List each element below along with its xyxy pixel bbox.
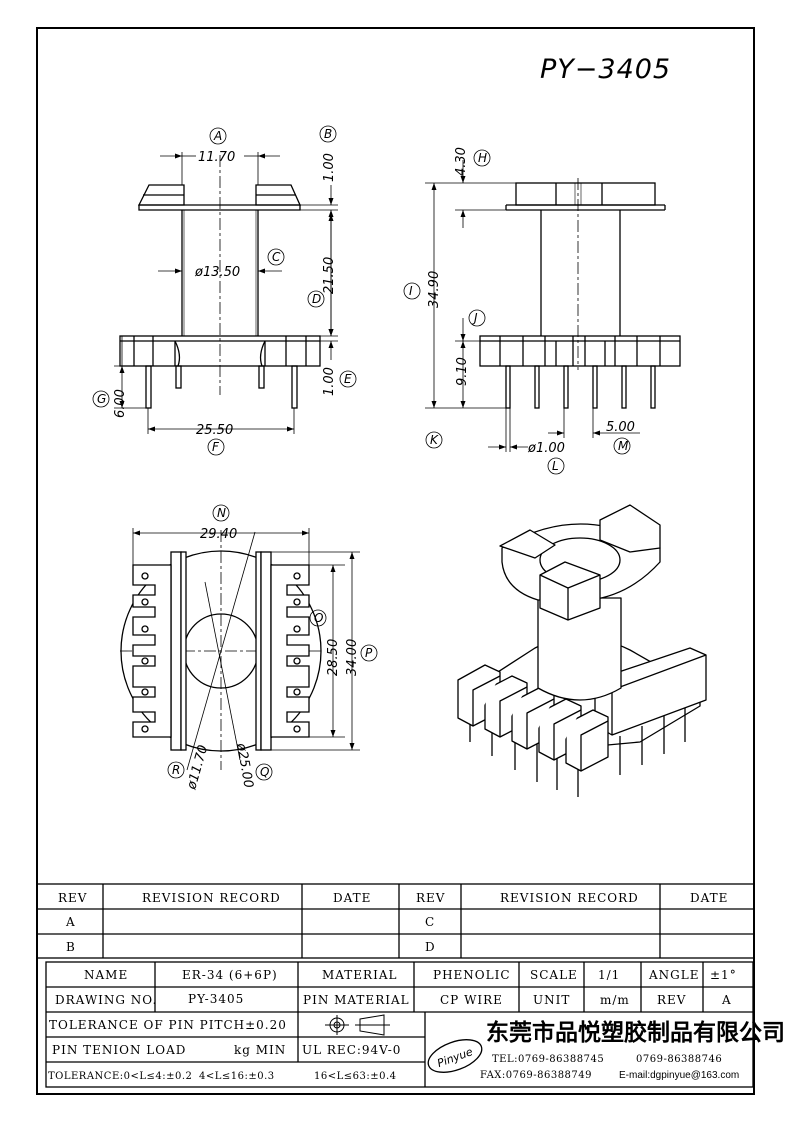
rev-row-d: D <box>425 940 436 954</box>
unit-value: m/m <box>600 993 630 1007</box>
scale-value: 1/1 <box>598 968 620 982</box>
label-r: R <box>172 763 180 777</box>
outer-border <box>36 27 755 1095</box>
dim-f: 25.50 <box>196 423 233 438</box>
unit-label: UNIT <box>533 993 570 1007</box>
revision-table <box>36 883 755 959</box>
label-n: N <box>217 506 226 520</box>
isometric-view <box>457 504 707 797</box>
company-fax: FAX:0769-86388749 <box>480 1070 592 1081</box>
label-b: B <box>324 127 332 141</box>
label-g: G <box>97 392 106 406</box>
label-f: F <box>212 440 220 454</box>
label-p: P <box>365 646 373 660</box>
logo-text: Pinyue <box>435 1045 474 1070</box>
dim-m: 5.00 <box>606 420 635 435</box>
drawing-no-label: DRAWING NO. <box>55 993 157 1007</box>
rev-header-left: REV <box>58 891 87 905</box>
dim-q: ø25.00 <box>233 741 256 789</box>
dim-e: 1.00 <box>322 367 337 396</box>
pin-material-value: CP WIRE <box>440 993 503 1007</box>
pin-tension-label: PIN TENION LOAD <box>52 1043 186 1057</box>
side-view <box>479 178 681 409</box>
drawing-no-value: PY-3405 <box>188 992 244 1006</box>
label-i: I <box>409 284 413 298</box>
bottom-view-dimensions <box>132 504 378 781</box>
revision-table-text: REV REVISION RECORD DATE REV REVISION RE… <box>58 891 728 954</box>
ul-rec: UL REC:94V-0 <box>302 1043 401 1057</box>
label-e: E <box>344 372 352 386</box>
bottom-view <box>120 530 322 771</box>
label-h: H <box>478 151 487 165</box>
company-name: 东莞市品悦塑胶制品有限公司 <box>486 1019 785 1046</box>
label-m: M <box>618 439 629 453</box>
name-label: NAME <box>84 968 128 982</box>
side-view-dimensions <box>403 149 640 475</box>
label-j: J <box>472 311 478 325</box>
rev-row-a: A <box>65 915 76 929</box>
drawing-title: PY−3405 <box>540 54 671 85</box>
title-block <box>45 961 754 1088</box>
label-l: L <box>552 459 559 473</box>
label-a: A <box>213 129 222 143</box>
material-value: PHENOLIC <box>433 968 511 982</box>
label-o: O <box>314 611 323 625</box>
dim-a: 11.70 <box>198 150 235 165</box>
dim-j: 9.10 <box>455 357 470 386</box>
dim-l: ø1.00 <box>527 441 565 456</box>
label-q: Q <box>260 765 269 779</box>
front-view-dimension-text: A 11.70 B 1.00 C ø13.50 D 21.50 E 1.00 2… <box>97 127 352 454</box>
company-email: E-mail:dgpinyue@163.com <box>619 1070 739 1081</box>
label-k: K <box>430 433 439 447</box>
material-label: MATERIAL <box>322 968 397 982</box>
label-d: D <box>312 292 321 306</box>
dim-g: 6.00 <box>113 389 128 418</box>
side-view-dimension-text: 4.30 H 34.90 I 9.10 J K ø1.00 L 5.00 M <box>409 147 635 473</box>
tolerance-range-3: 16<L≤63:±0.4 <box>314 1071 397 1082</box>
pin-pitch-tolerance: TOLERANCE OF PIN PITCH±0.20 <box>49 1018 287 1032</box>
dim-r: ø11.70 <box>184 744 211 793</box>
dim-p: 34.00 <box>345 639 360 676</box>
name-value: ER-34 (6+6P) <box>182 968 278 982</box>
rev-value: A <box>721 993 732 1007</box>
dim-c: ø13.50 <box>194 265 240 280</box>
title-block-text: NAME ER-34 (6+6P) MATERIAL PHENOLIC SCAL… <box>48 968 785 1082</box>
pin-tension-value: kg MIN <box>234 1043 286 1057</box>
projection-symbol <box>325 1014 390 1036</box>
front-view <box>119 155 321 409</box>
dim-i: 34.90 <box>427 271 442 308</box>
rev-label: REV <box>657 993 686 1007</box>
dim-b: 1.00 <box>322 153 337 182</box>
company-tel-2: 0769-86388746 <box>636 1054 722 1065</box>
dim-o: 28.50 <box>326 639 341 676</box>
company-tel: TEL:0769-86388745 <box>492 1054 604 1065</box>
pin-material-label: PIN MATERIAL <box>303 993 410 1007</box>
tolerance-range-1: TOLERANCE:0<L≤4:±0.2 <box>48 1071 192 1082</box>
label-c: C <box>272 250 281 264</box>
rev-header-right: REV <box>416 891 445 905</box>
dim-d: 21.50 <box>322 257 337 294</box>
company-logo: Pinyue <box>427 1039 483 1073</box>
rev-row-b: B <box>66 940 76 954</box>
rev-row-c: C <box>425 915 435 929</box>
revision-record-header-left: REVISION RECORD <box>142 891 281 905</box>
front-view-dimensions <box>92 125 357 456</box>
angle-value: ±1° <box>710 968 737 982</box>
date-header-right: DATE <box>690 891 728 905</box>
scale-label: SCALE <box>530 968 578 982</box>
angle-label: ANGLE <box>648 968 699 982</box>
revision-record-header-right: REVISION RECORD <box>500 891 639 905</box>
date-header-left: DATE <box>333 891 371 905</box>
tolerance-range-2: 4<L≤16:±0.3 <box>199 1071 275 1082</box>
dim-n: 29.40 <box>200 527 237 542</box>
dim-h: 4.30 <box>454 147 469 176</box>
